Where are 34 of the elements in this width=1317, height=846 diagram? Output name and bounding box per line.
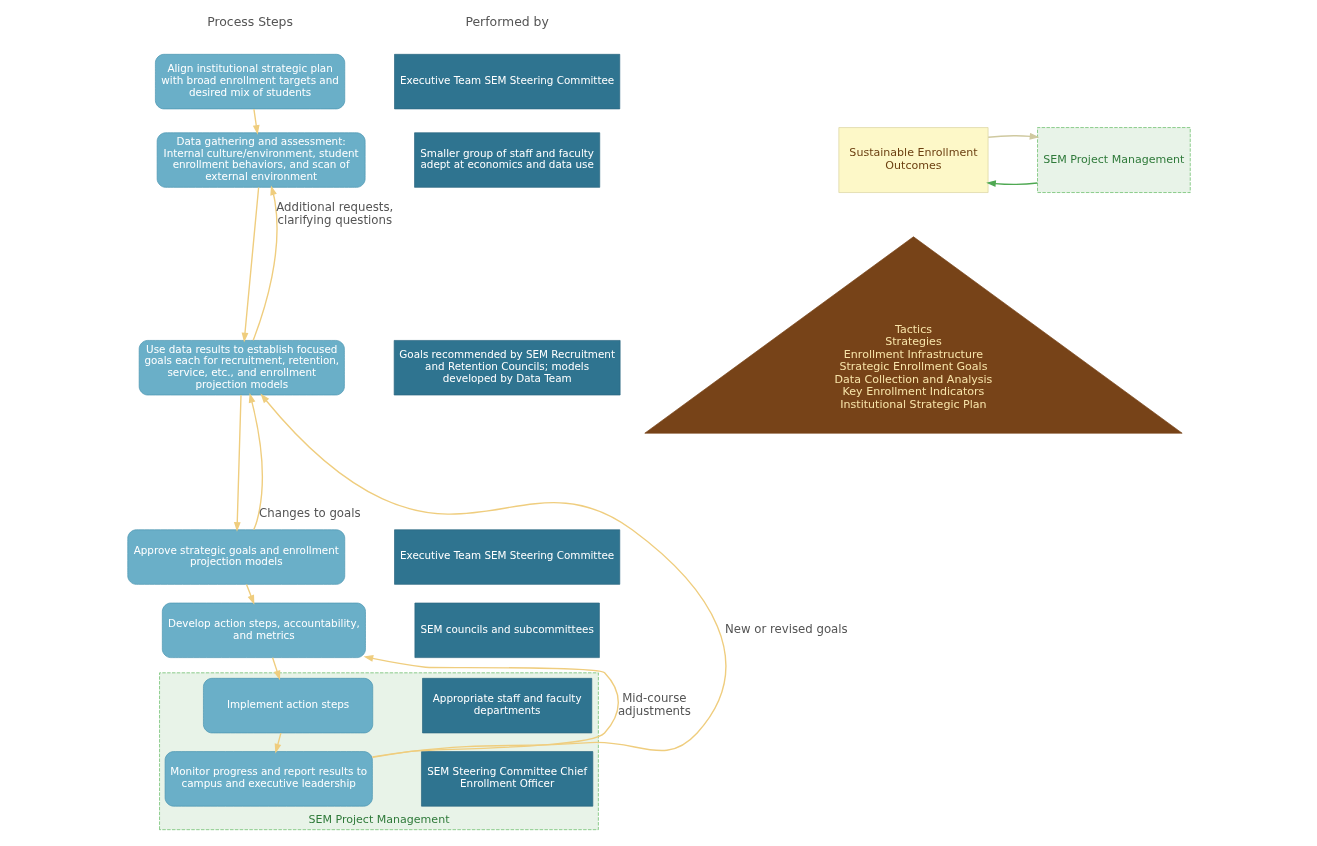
node-box: SEM Steering Committee Chief Enrollment Officer	[420, 751, 593, 807]
node-box: Develop action steps, accountability, and metrics	[161, 602, 366, 658]
node-box: SEM Project Management	[1036, 127, 1191, 193]
node-box: Executive Team SEM Steering Committee	[393, 54, 620, 110]
node-box: Appropriate staff and faculty departments	[421, 678, 592, 734]
node-box: Smaller group of staff and faculty adept at economics and data use	[413, 132, 600, 188]
arrow	[985, 180, 1038, 187]
arrow	[252, 108, 260, 135]
edge-label: New or revised goals	[724, 622, 848, 637]
arrow	[987, 132, 1039, 140]
arrow	[245, 583, 254, 605]
node-box: Data gathering and assessment: Internal culture/environment, student enrollment behaviors, and scan of external environment	[156, 132, 365, 188]
arrow	[363, 655, 619, 759]
node-box: Approve strategic goals and enrollment projection models	[126, 529, 345, 585]
node-box: Align institutional strategic plan with broad enrollment targets and desired mix of students	[154, 54, 345, 110]
edge-label: Mid-course adjustments	[617, 690, 691, 719]
arrow	[233, 394, 242, 532]
node-box: Goals recommended by SEM Recruitment and Retention Councils; models developed by Data Team	[393, 340, 620, 396]
label: Process Steps	[206, 14, 293, 30]
node-box: Monitor progress and report results to campus and executive leadership	[164, 751, 373, 807]
label: Performed by	[464, 14, 549, 30]
node-box: Use data results to establish focused goals each for recruitment, retention, service, etc., and enrollment projection models	[138, 340, 345, 396]
node-box: Sustainable Enrollment Outcomes	[838, 127, 988, 193]
node-box: Implement action steps	[202, 678, 373, 734]
arrow	[259, 393, 726, 758]
edge-label: Additional requests, clarifying questions	[275, 199, 393, 228]
arrow	[241, 186, 259, 343]
node-box: SEM councils and subcommittees	[414, 602, 600, 658]
arrow	[248, 393, 263, 531]
arrow	[271, 657, 280, 681]
arrow	[252, 185, 278, 341]
node-box: Executive Team SEM Steering Committee	[393, 529, 620, 585]
arrow	[274, 732, 282, 754]
edge-label: Changes to goals	[258, 506, 361, 521]
